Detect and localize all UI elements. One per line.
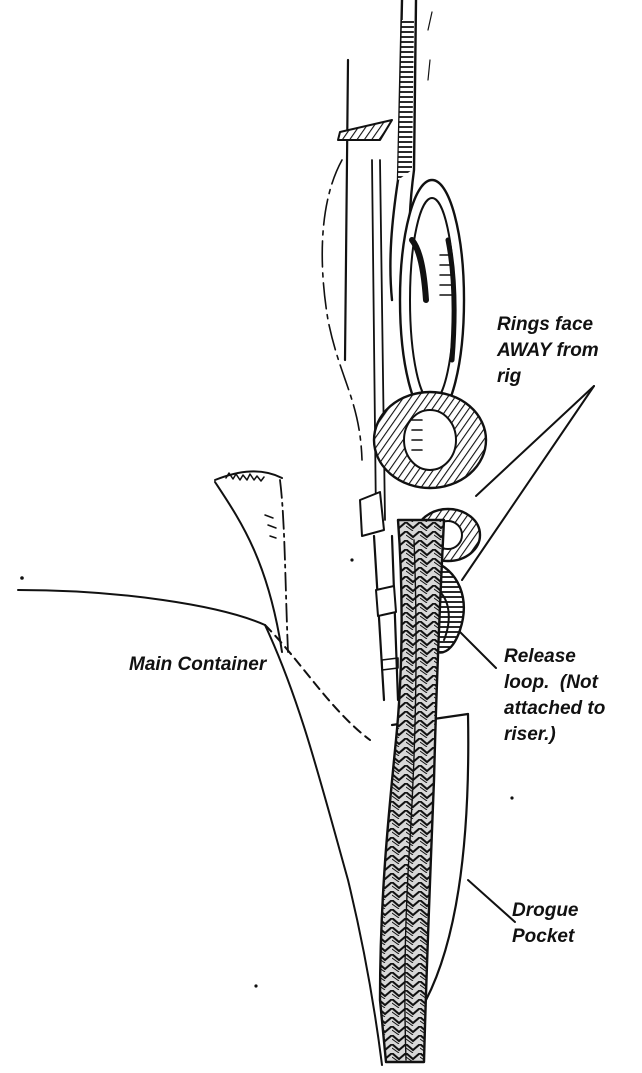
container-flap — [215, 471, 288, 652]
release-loop-label: Release loop. (Not attached to riser.) — [504, 644, 605, 748]
rings-face-away-label: Rings face AWAY from rig — [497, 312, 599, 390]
drogue-pocket-label: Drogue Pocket — [512, 898, 579, 950]
main-container-label: Main Container — [129, 652, 266, 678]
middle-ring — [374, 392, 486, 488]
cable-housing — [360, 492, 398, 700]
large-ring — [400, 180, 464, 420]
